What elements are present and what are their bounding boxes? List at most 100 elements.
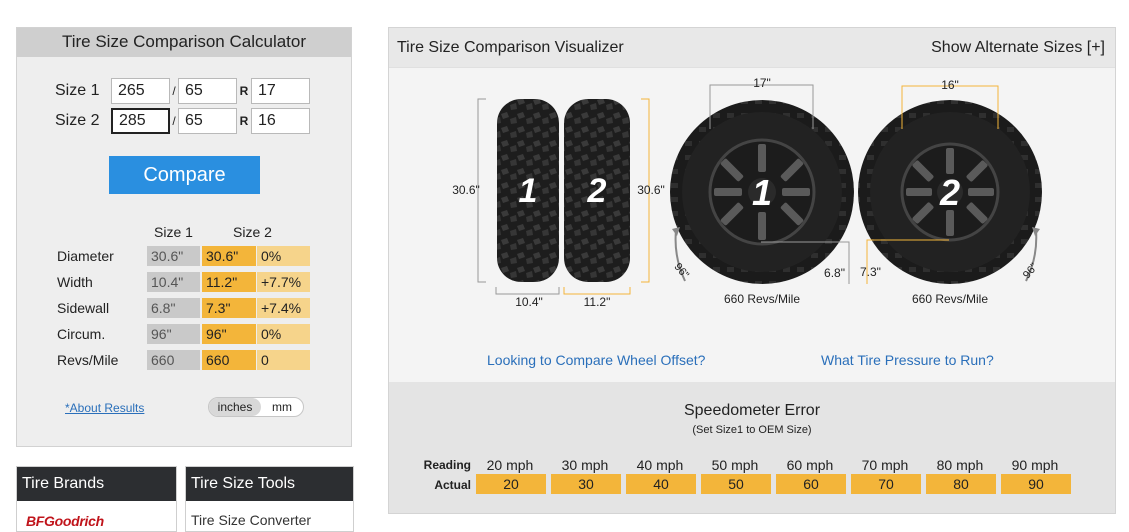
results-size1-value: 10.4" [147, 272, 200, 292]
size2-rim-input[interactable] [251, 108, 310, 134]
wheel1-rim-label: 17" [753, 76, 771, 90]
show-alternate-sizes-link[interactable]: Show Alternate Sizes [+] [931, 39, 1105, 56]
size2-ratio-input[interactable] [178, 108, 237, 134]
results-difference-value: 0 [257, 350, 310, 370]
tread-dimension-lines-size2 [563, 98, 650, 295]
compare-wheel-offset-link[interactable]: Looking to Compare Wheel Offset? [487, 352, 706, 368]
wheel1-circumference-label: 96" [672, 261, 692, 281]
results-size2-value: 96" [202, 324, 256, 344]
wheel1-circ-arrow [672, 227, 680, 236]
unit-toggle[interactable]: inches mm [208, 397, 304, 417]
tire-size-tools-box: Tire Size Tools Tire Size Converter [185, 466, 354, 532]
calculator-title: Tire Size Comparison Calculator [17, 28, 351, 57]
size1-row: Size 1 / R [55, 78, 310, 104]
speedometer-reading: 20 mph [486, 457, 534, 473]
tread-width-2-label: 11.2" [584, 295, 611, 309]
results-size2-value: 11.2" [202, 272, 256, 292]
results-row-label: Circum. [57, 326, 106, 342]
results-row-label: Width [57, 274, 93, 290]
visualizer-header: Tire Size Comparison Visualizer Show Alt… [389, 28, 1115, 68]
results-col-size2: Size 2 [233, 224, 272, 240]
wheel2-rim-label: 16" [941, 78, 959, 92]
tire-pressure-link[interactable]: What Tire Pressure to Run? [821, 352, 994, 368]
speedometer-title: Speedometer Error [683, 402, 821, 419]
tire-size-converter-link[interactable]: Tire Size Converter [191, 512, 312, 528]
size1-r: R [239, 84, 249, 98]
results-difference-value: +7.7% [257, 272, 310, 292]
results-size2-value: 660 [202, 350, 256, 370]
results-difference-value: 0% [257, 324, 310, 344]
tread-dimension-lines [477, 98, 560, 295]
tire-brands-box: Tire Brands BFGoodrich [16, 466, 177, 532]
results-size1-value: 30.6" [147, 246, 200, 266]
wheel2-circumference-label: 96" [1021, 261, 1041, 281]
speedometer-reading: 50 mph [711, 457, 759, 473]
tread-diameter-1-label: 30.6" [452, 183, 480, 197]
speedometer-reading: 30 mph [561, 457, 609, 473]
speedometer-actual: 20 [476, 474, 546, 494]
tread-view-tire-1: 1 [497, 99, 559, 282]
speedometer-reading: 80 mph [936, 457, 984, 473]
side-tire-1-number: 1 [752, 172, 772, 213]
bfgoodrich-logo[interactable]: BFGoodrich [26, 513, 104, 529]
tread-view-tire-2: 2 [564, 99, 630, 282]
results-size1-value: 96" [147, 324, 200, 344]
speedometer-reading: 60 mph [786, 457, 834, 473]
about-results-link[interactable]: *About Results [65, 401, 145, 415]
speedometer-actual: 50 [701, 474, 771, 494]
results-row: Circum.96"96"0% [57, 324, 310, 344]
wheel2-revs-label: 660 Revs/Mile [912, 292, 988, 306]
wheel1-sidewall-label: 6.8" [824, 266, 845, 280]
calculator-panel: Tire Size Comparison Calculator Size 1 /… [16, 27, 352, 447]
wheel1-revs-label: 660 Revs/Mile [724, 292, 800, 306]
side-tire-2-number: 2 [939, 172, 960, 213]
size2-row: Size 2 / R [55, 108, 310, 134]
speedometer-actual: 70 [851, 474, 921, 494]
unit-mm-option[interactable]: mm [272, 400, 292, 414]
wheel2-dimension-lines [866, 85, 999, 284]
size1-ratio-input[interactable] [178, 78, 237, 104]
speedometer-reading: 70 mph [861, 457, 909, 473]
results-difference-value: 0% [257, 246, 310, 266]
size1-width-input[interactable] [111, 78, 170, 104]
results-row-label: Revs/Mile [57, 352, 119, 368]
visualizer-title: Tire Size Comparison Visualizer [397, 39, 624, 56]
compare-button[interactable]: Compare [109, 156, 260, 194]
speedometer-subtitle: (Set Size1 to OEM Size) [692, 424, 812, 436]
size1-slash: / [172, 84, 176, 98]
speedometer-actual: 90 [1001, 474, 1071, 494]
side-view-tire-2: 2 [858, 100, 1042, 284]
tire-brands-title: Tire Brands [17, 467, 176, 501]
tire-size-tools-title: Tire Size Tools [186, 467, 353, 501]
wheel2-circ-arrow [1032, 227, 1040, 236]
wheel2-sidewall-label: 7.3" [860, 265, 881, 279]
tread-tire-2-body [564, 99, 630, 282]
results-size1-value: 660 [147, 350, 200, 370]
results-size2-value: 30.6" [202, 246, 256, 266]
results-col-size1: Size 1 [154, 224, 193, 240]
size1-label: Size 1 [55, 82, 100, 99]
results-size2-value: 7.3" [202, 298, 256, 318]
tread-tire-1-number: 1 [519, 172, 538, 210]
results-row: Width 10.4"11.2"+7.7% [57, 272, 310, 292]
tread-width-1-label: 10.4" [515, 295, 543, 309]
speedometer-actual: 40 [626, 474, 696, 494]
speedometer-actual: 30 [551, 474, 621, 494]
tread-tire-2-number: 2 [587, 172, 607, 210]
side-view-tire-1: 1 [670, 100, 854, 284]
tread-diameter-2-label: 30.6" [637, 183, 665, 197]
results-row-label: Diameter [57, 248, 114, 264]
tire-visualization: 1 2 30.6" 30.6" 10.4" 11.2" [452, 76, 1042, 309]
results-row-label: Sidewall [57, 300, 110, 316]
size2-slash: / [172, 114, 176, 128]
unit-inches-option[interactable]: inches [209, 398, 261, 416]
size2-r: R [239, 114, 249, 128]
speedometer-reading: 90 mph [1011, 457, 1059, 473]
visualizer-panel: Tire Size Comparison Visualizer Show Alt… [388, 27, 1116, 514]
size2-width-input[interactable] [111, 108, 170, 134]
size1-rim-input[interactable] [251, 78, 310, 104]
actual-label: Actual [434, 478, 471, 492]
